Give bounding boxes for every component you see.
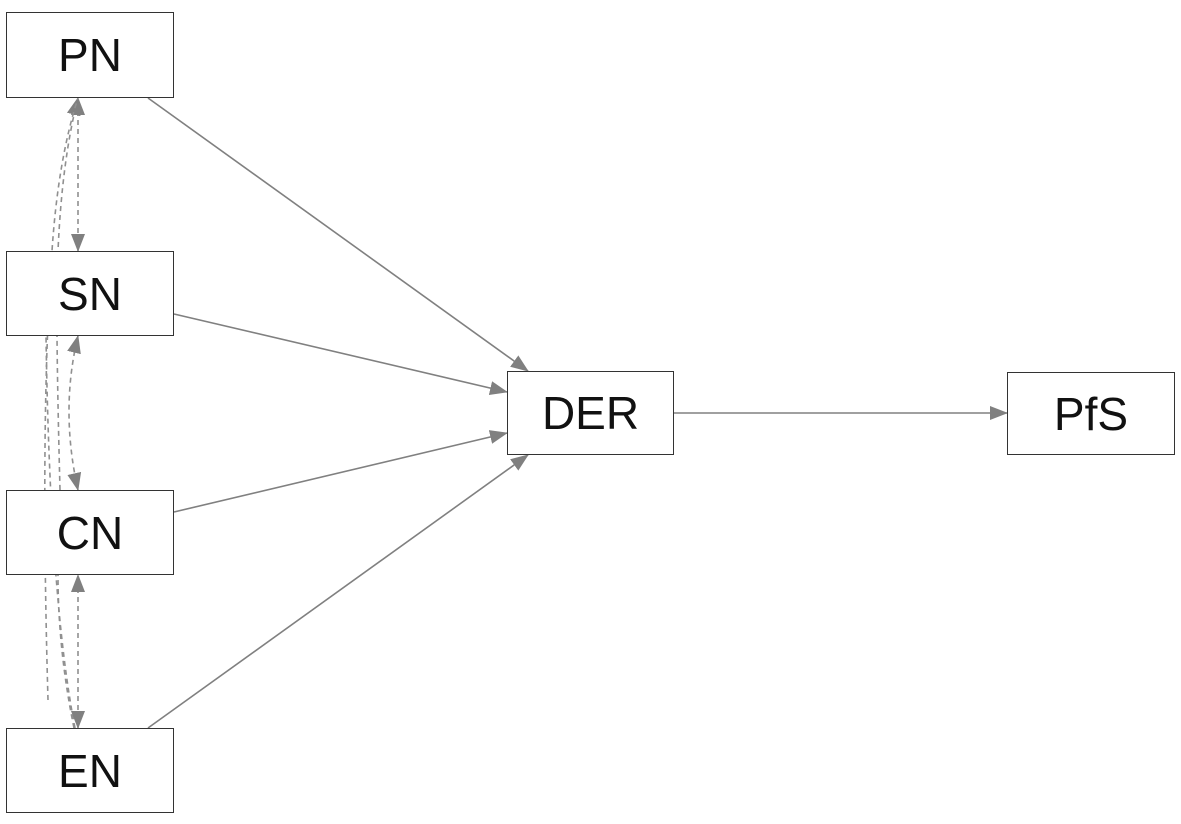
node-der: DER	[507, 371, 674, 455]
cov-cn-en-2	[57, 574, 75, 729]
node-sn: SN	[6, 251, 174, 336]
edge-pn-der	[147, 97, 529, 372]
node-en: EN	[6, 728, 174, 813]
edge-en-der	[147, 454, 529, 729]
node-en-label: EN	[58, 744, 122, 797]
node-cn: CN	[6, 490, 174, 575]
node-sn-label: SN	[58, 267, 122, 320]
cov-sn-cn	[67, 335, 82, 491]
node-cn-label: CN	[56, 506, 124, 559]
node-pn: PN	[6, 12, 174, 98]
cov-pn-en	[44, 97, 79, 701]
node-der-label: DER	[541, 387, 640, 439]
node-pn-label: PN	[58, 29, 122, 81]
node-pfs: PfS	[1007, 372, 1175, 455]
edge-sn-der	[173, 313, 508, 395]
edge-cn-der	[173, 430, 508, 513]
node-pfs-label: PfS	[1053, 387, 1129, 440]
